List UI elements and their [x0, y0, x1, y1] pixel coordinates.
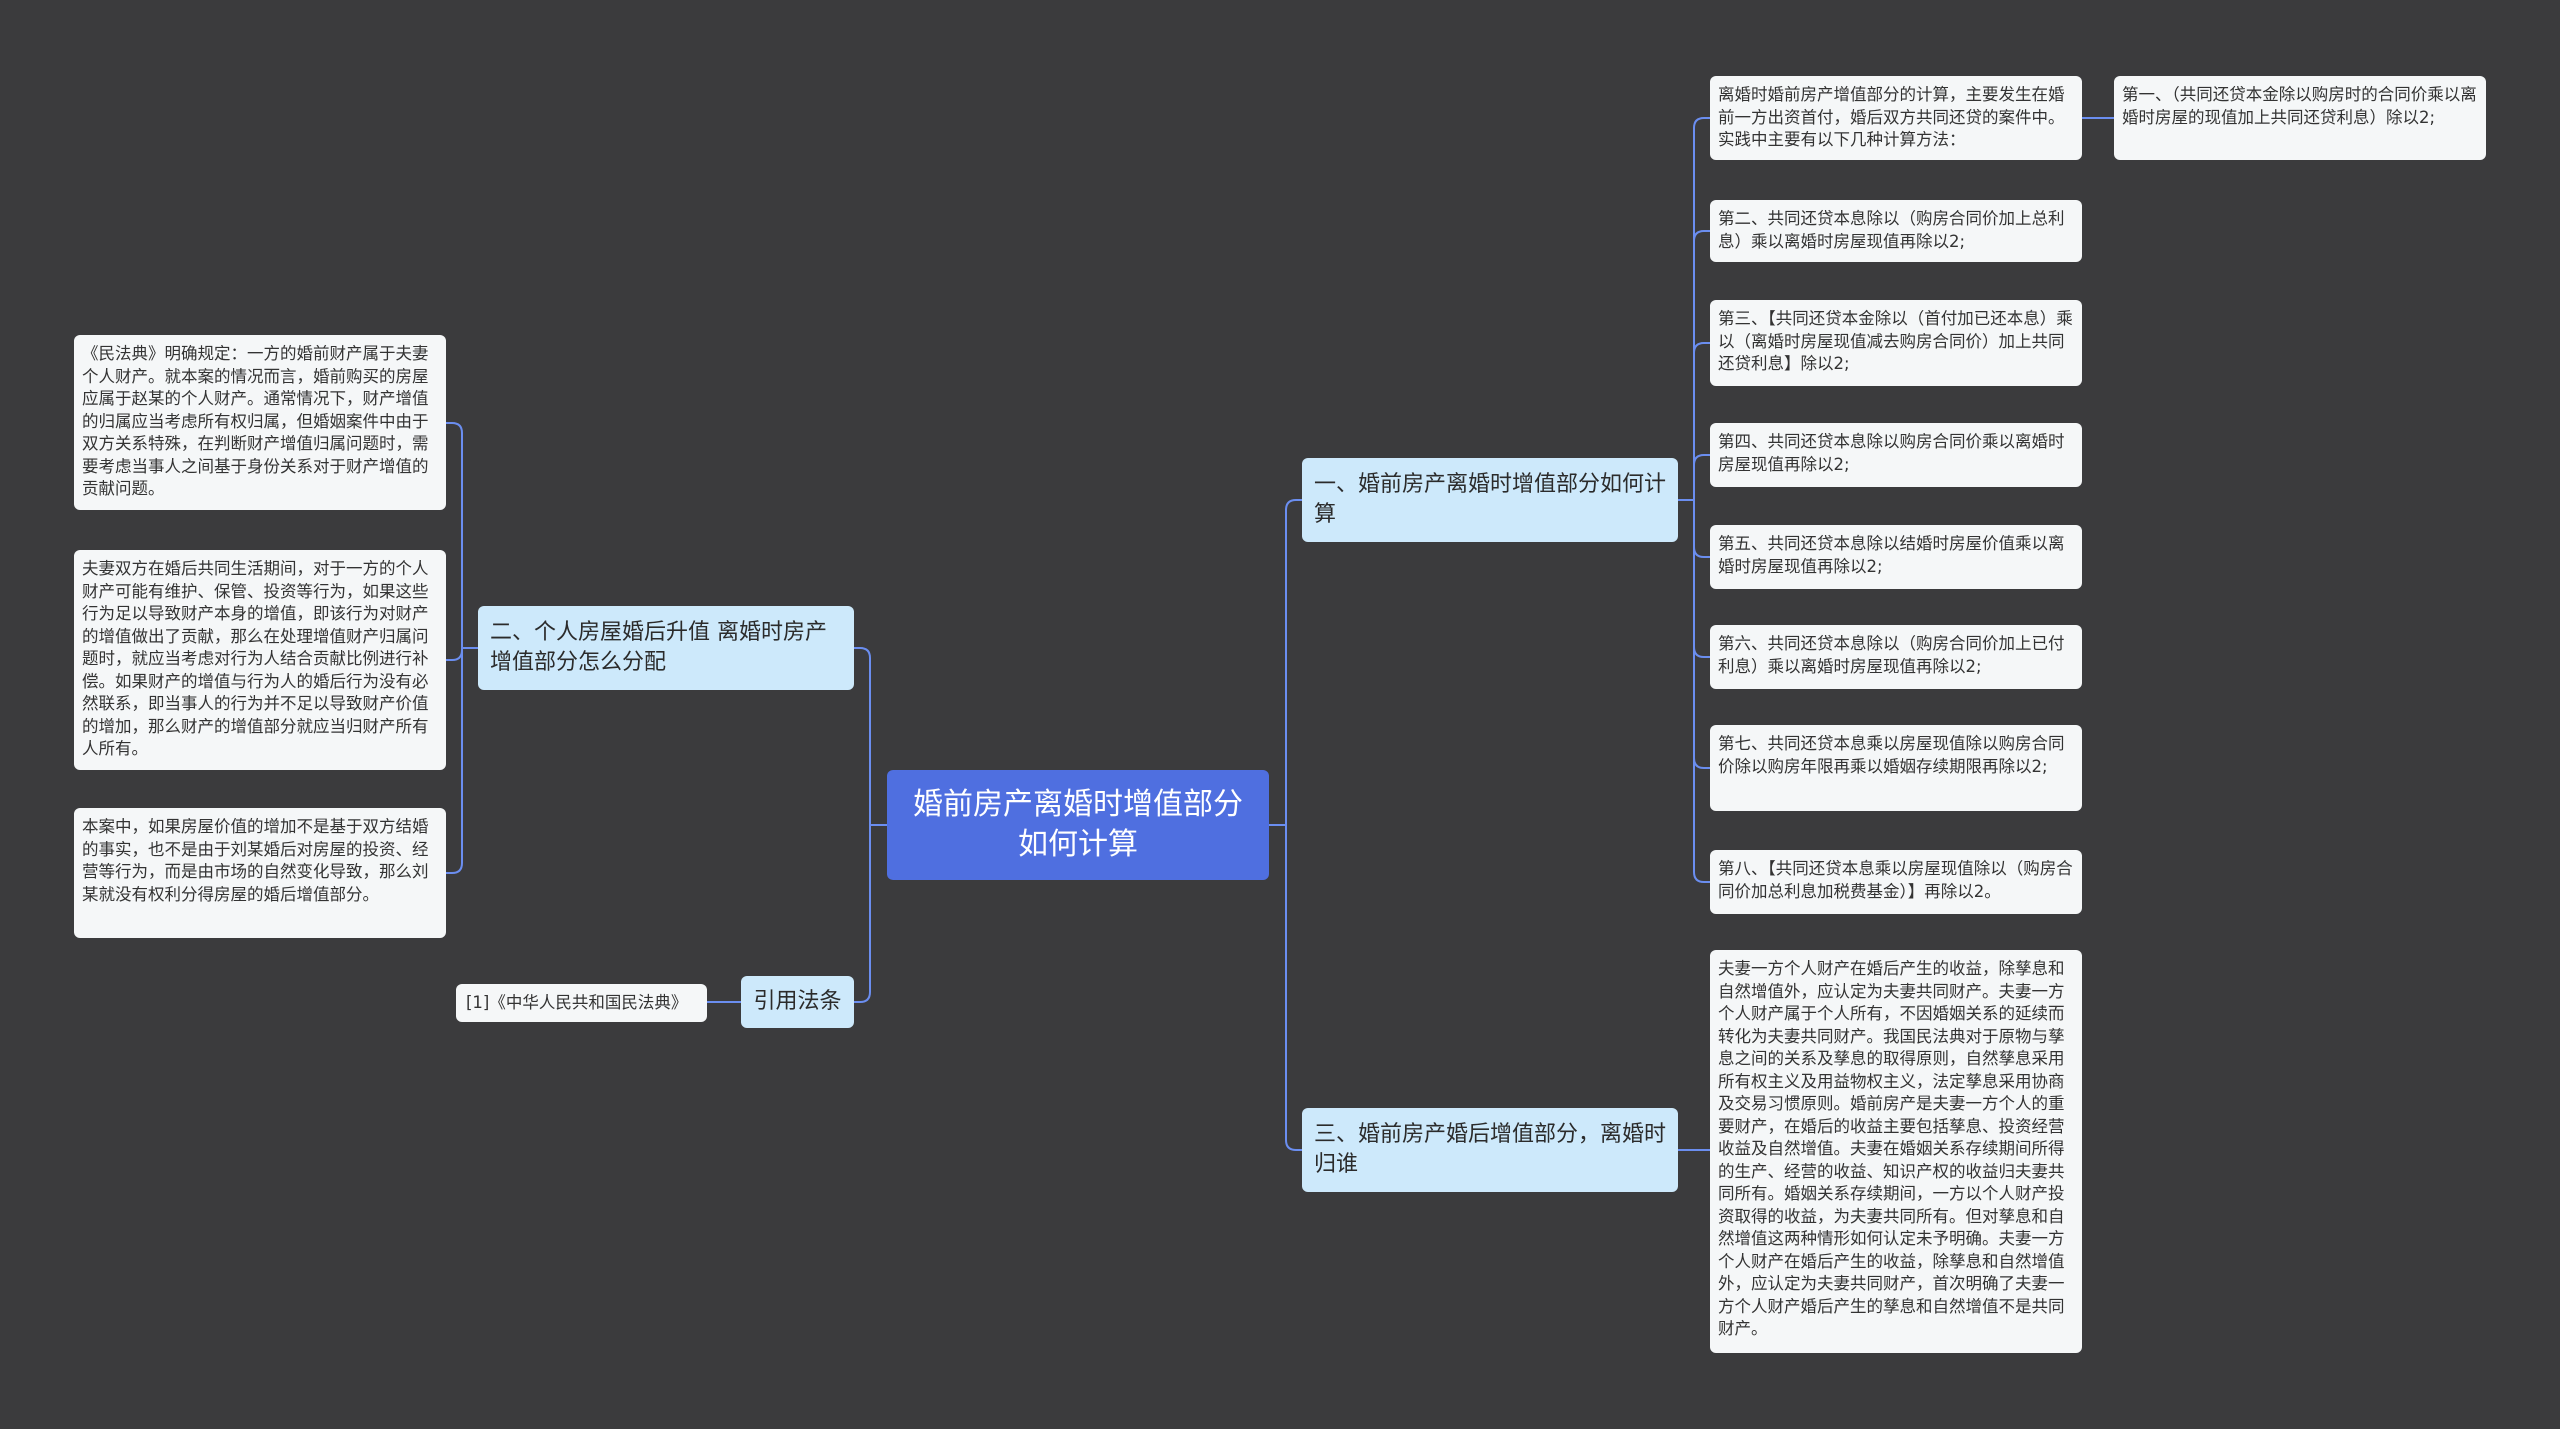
branch1-link-7 [1693, 500, 1710, 883]
branch2-link-2 [446, 648, 463, 874]
leaf-case-conclusion[interactable]: 本案中，如果房屋价值的增加不是基于双方结婚的事实，也不是由于刘某婚后对房屋的投资… [74, 808, 446, 938]
root-right-link-0 [1285, 499, 1302, 825]
leaf-method-1[interactable]: 第一、（共同还贷本金除以购房时的合同价乘以离婚时房屋的现值加上共同还贷利息）除以… [2114, 76, 2486, 160]
leaf-calc-intro[interactable]: 离婚时婚前房产增值部分的计算，主要发生在婚前一方出资首付，婚后双方共同还贷的案件… [1710, 76, 2082, 160]
branch1-link-5 [1693, 500, 1710, 658]
root-left-link-1 [854, 825, 871, 1003]
root-left-link-0 [854, 647, 871, 825]
branch1-link-2 [1693, 342, 1710, 500]
branch1-link-1 [1693, 230, 1710, 500]
leaf-method-5[interactable]: 第五、共同还贷本息除以结婚时房屋价值乘以离婚时房屋现值再除以2; [1710, 525, 2082, 589]
branch-calc-methods[interactable]: 一、婚前房产离婚时增值部分如何计算 [1302, 458, 1678, 542]
leaf-contribution[interactable]: 夫妻双方在婚后共同生活期间，对于一方的个人财产可能有维护、保管、投资等行为，如果… [74, 550, 446, 770]
leaf-civil-code-reference[interactable]: [1]《中华人民共和国民法典》 [456, 984, 707, 1022]
leaf-ownership-detail[interactable]: 夫妻一方个人财产在婚后产生的收益，除孳息和自然增值外，应认定为夫妻共同财产。夫妻… [1710, 950, 2082, 1353]
leaf-method-3[interactable]: 第三、【共同还贷本金除以（首付加已还本息）乘以（离婚时房屋现值减去购房合同价）加… [1710, 300, 2082, 386]
branch-calc-methods-label: 一、婚前房产离婚时增值部分如何计算 [1314, 472, 1667, 527]
branch1-link-3 [1693, 454, 1710, 500]
root-topic-label: 婚前房产离婚时增值部分如何计算 [913, 787, 1243, 862]
branch1-link-4 [1693, 500, 1710, 558]
leaf-method-7[interactable]: 第七、共同还贷本息乘以房屋现值除以购房合同价除以购房年限再乘以婚姻存续期限再除以… [1710, 725, 2082, 811]
branch-cited-law[interactable]: 引用法条 [741, 976, 854, 1028]
branch1-link-0 [1693, 117, 1710, 500]
leaf-civil-code-rule[interactable]: 《民法典》明确规定：一方的婚前财产属于夫妻个人财产。就本案的情况而言，婚前购买的… [74, 335, 446, 510]
leaf-method-8[interactable]: 第八、【共同还贷本息乘以房屋现值除以（购房合同价加总利息加税费基金）】再除以2。 [1710, 850, 2082, 914]
root-right-link-1 [1285, 825, 1302, 1151]
root-topic[interactable]: 婚前房产离婚时增值部分如何计算 [887, 770, 1269, 880]
leaf-method-6[interactable]: 第六、共同还贷本息除以（购房合同价加上已付利息）乘以离婚时房屋现值再除以2; [1710, 625, 2082, 689]
branch2-link-0 [446, 422, 463, 648]
leaf-method-4[interactable]: 第四、共同还贷本息除以购房合同价乘以离婚时房屋现值再除以2; [1710, 423, 2082, 487]
branch-increment-ownership-label: 三、婚前房产婚后增值部分，离婚时归谁 [1314, 1122, 1667, 1177]
branch-increment-ownership[interactable]: 三、婚前房产婚后增值部分，离婚时归谁 [1302, 1108, 1678, 1192]
branch1-link-6 [1693, 500, 1710, 769]
branch-cited-law-label: 引用法条 [753, 989, 842, 1014]
branch-distribution[interactable]: 二、个人房屋婚后升值 离婚时房产增值部分怎么分配 [478, 606, 854, 690]
branch2-link-1 [446, 648, 463, 661]
branch-distribution-label: 二、个人房屋婚后升值 离婚时房产增值部分怎么分配 [490, 620, 827, 675]
leaf-method-2[interactable]: 第二、共同还贷本息除以（购房合同价加上总利息）乘以离婚时房屋现值再除以2; [1710, 200, 2082, 262]
